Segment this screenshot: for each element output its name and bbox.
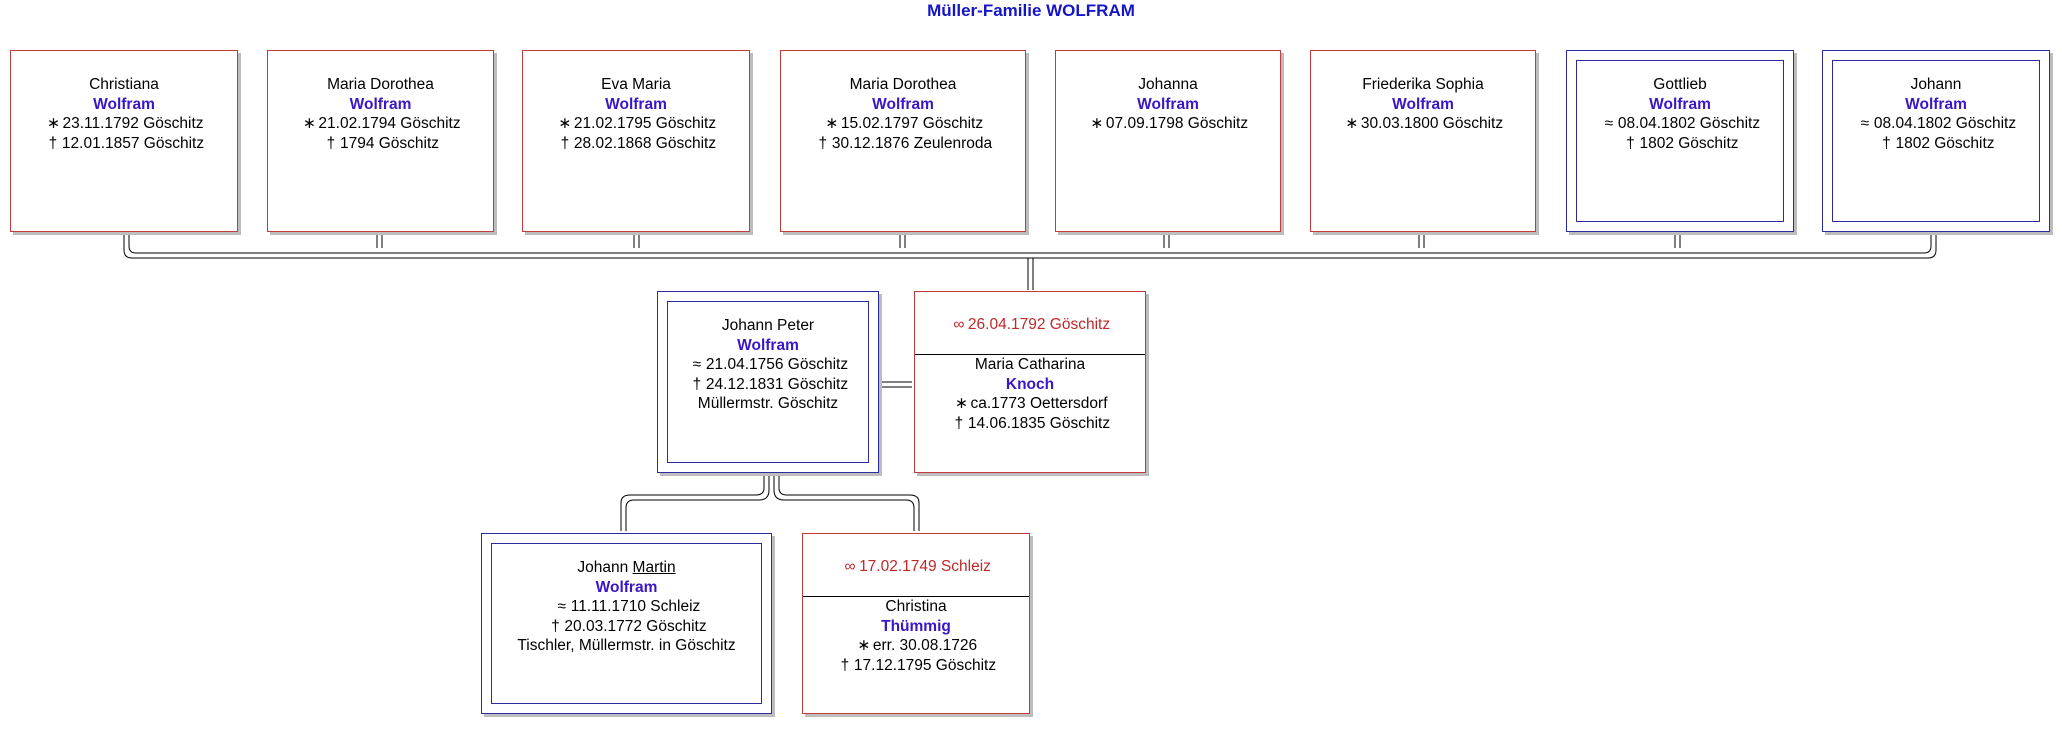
death-line: †30.12.1876 Zeulenroda	[781, 134, 1025, 154]
surname: Wolfram	[93, 95, 155, 113]
first-name: Johanna	[1138, 76, 1198, 93]
birth-line: ∗21.02.1795 Göschitz	[523, 114, 749, 134]
surname: Wolfram	[1392, 95, 1454, 113]
marriage-line: ∞26.04.1792 Göschitz	[915, 316, 1145, 334]
divider	[803, 596, 1029, 597]
birth-symbol: ∗	[1345, 115, 1359, 132]
child-card-eva-maria[interactable]: Eva Maria Wolfram ∗21.02.1795 Göschitz †…	[522, 50, 750, 232]
death-symbol: †	[48, 134, 58, 152]
divider	[915, 354, 1145, 355]
child-card-johanna[interactable]: Johanna Wolfram ∗07.09.1798 Göschitz	[1055, 50, 1281, 232]
child-card-johann[interactable]: Johann Wolfram ≈08.04.1802 Göschitz †180…	[1822, 50, 2050, 232]
first-name: Maria Dorothea	[327, 76, 434, 93]
death-symbol: †	[326, 134, 336, 152]
inner-frame	[1832, 60, 2040, 222]
occupation: Müllermstr. Göschitz	[697, 395, 839, 412]
baptism-line: ≈11.11.1710 Schleiz	[482, 597, 771, 617]
marriage-line: ∞17.02.1749 Schleiz	[803, 558, 1029, 576]
first-name: Eva Maria	[601, 76, 671, 93]
inner-frame	[667, 301, 869, 463]
surname: Wolfram	[605, 95, 667, 113]
child-card-friederika-sophia[interactable]: Friederika Sophia Wolfram ∗30.03.1800 Gö…	[1310, 50, 1536, 232]
child-card-gottlieb[interactable]: Gottlieb Wolfram ≈08.04.1802 Göschitz †1…	[1566, 50, 1794, 232]
baptism-line: ≈21.04.1756 Göschitz	[658, 355, 878, 375]
death-line: †17.12.1795 Göschitz	[803, 656, 1029, 676]
birth-line: ∗21.02.1794 Göschitz	[268, 114, 493, 134]
grandfather-card[interactable]: Johann Martin Wolfram ≈11.11.1710 Schlei…	[481, 533, 772, 714]
death-symbol: †	[692, 375, 702, 393]
first-name: Friederika Sophia	[1362, 76, 1484, 93]
birth-symbol: ∗	[558, 115, 572, 132]
baptism-symbol: ≈	[557, 598, 566, 615]
baptism-symbol: ≈	[692, 356, 702, 373]
baptism-symbol: ≈	[1860, 115, 1870, 132]
surname: Wolfram	[349, 95, 412, 113]
birth-line: ∗ca.1773 Oettersdorf	[915, 394, 1145, 414]
inner-frame	[491, 543, 762, 704]
birth-line: ∗23.11.1792 Göschitz	[11, 114, 237, 134]
grandmother-card[interactable]: ∞17.02.1749 Schleiz Christina Thümmig ∗e…	[802, 533, 1030, 714]
first-name: Johann	[1910, 76, 1962, 93]
first-name: Gottlieb	[1653, 76, 1707, 93]
first-name: Johann Martin	[577, 559, 676, 576]
death-line: †20.03.1772 Göschitz	[482, 617, 771, 637]
birth-symbol: ∗	[1090, 115, 1104, 132]
death-symbol: †	[818, 134, 828, 152]
birth-symbol: ∗	[302, 115, 316, 132]
death-symbol: †	[954, 414, 964, 432]
death-line: †14.06.1835 Göschitz	[915, 414, 1145, 434]
death-line: †28.02.1868 Göschitz	[523, 134, 749, 154]
birth-line: ∗30.03.1800 Göschitz	[1311, 114, 1535, 134]
birth-symbol: ∗	[955, 395, 968, 412]
death-symbol: †	[1626, 134, 1635, 152]
death-symbol: †	[840, 656, 850, 674]
call-name: Martin	[632, 559, 676, 576]
surname: Wolfram	[872, 95, 934, 113]
death-line: †24.12.1831 Göschitz	[658, 375, 878, 395]
first-name: Christina	[885, 598, 947, 615]
surname: Wolfram	[595, 578, 658, 596]
child-card-maria-dorothea-1797[interactable]: Maria Dorothea Wolfram ∗15.02.1797 Gösch…	[780, 50, 1026, 232]
mother-card[interactable]: ∞26.04.1792 Göschitz Maria Catharina Kno…	[914, 291, 1146, 473]
child-card-christiana[interactable]: Christiana Wolfram ∗23.11.1792 Göschitz …	[10, 50, 238, 232]
birth-line: ∗err. 30.08.1726	[803, 636, 1029, 656]
baptism-line: ≈08.04.1802 Göschitz	[1823, 114, 2049, 134]
surname: Thümmig	[881, 617, 951, 635]
birth-symbol: ∗	[46, 115, 60, 132]
death-symbol: †	[560, 134, 570, 152]
birth-symbol: ∗	[825, 115, 839, 132]
birth-line: ∗07.09.1798 Göschitz	[1056, 114, 1280, 134]
first-name: Maria Catharina	[974, 356, 1086, 373]
chart-title: Müller-Familie WOLFRAM	[927, 1, 1135, 20]
death-symbol: †	[551, 617, 560, 635]
inner-frame	[1576, 60, 1784, 222]
death-line: †1802 Göschitz	[1567, 134, 1793, 154]
surname: Knoch	[1005, 375, 1055, 393]
first-name: Christiana	[89, 76, 159, 93]
marriage-symbol: ∞	[953, 316, 965, 333]
surname: Wolfram	[1137, 95, 1199, 113]
death-line: †12.01.1857 Göschitz	[11, 134, 237, 154]
birth-symbol: ∗	[857, 637, 871, 654]
child-card-maria-dorothea-1794[interactable]: Maria Dorothea Wolfram ∗21.02.1794 Gösch…	[267, 50, 494, 232]
baptism-line: ≈08.04.1802 Göschitz	[1567, 114, 1793, 134]
death-symbol: †	[1882, 134, 1891, 152]
baptism-symbol: ≈	[1604, 115, 1614, 132]
father-card[interactable]: Johann Peter Wolfram ≈21.04.1756 Göschit…	[657, 291, 879, 473]
death-line: †1794 Göschitz	[268, 134, 493, 154]
marriage-symbol: ∞	[844, 558, 856, 575]
surname: Wolfram	[737, 336, 799, 354]
occupation: Tischler, Müllermstr. in Göschitz	[517, 637, 736, 654]
first-name: Johann Peter	[721, 317, 815, 334]
first-name: Maria Dorothea	[849, 76, 957, 93]
surname: Wolfram	[1649, 95, 1711, 113]
death-line: †1802 Göschitz	[1823, 134, 2049, 154]
surname: Wolfram	[1905, 95, 1967, 113]
birth-line: ∗15.02.1797 Göschitz	[781, 114, 1025, 134]
